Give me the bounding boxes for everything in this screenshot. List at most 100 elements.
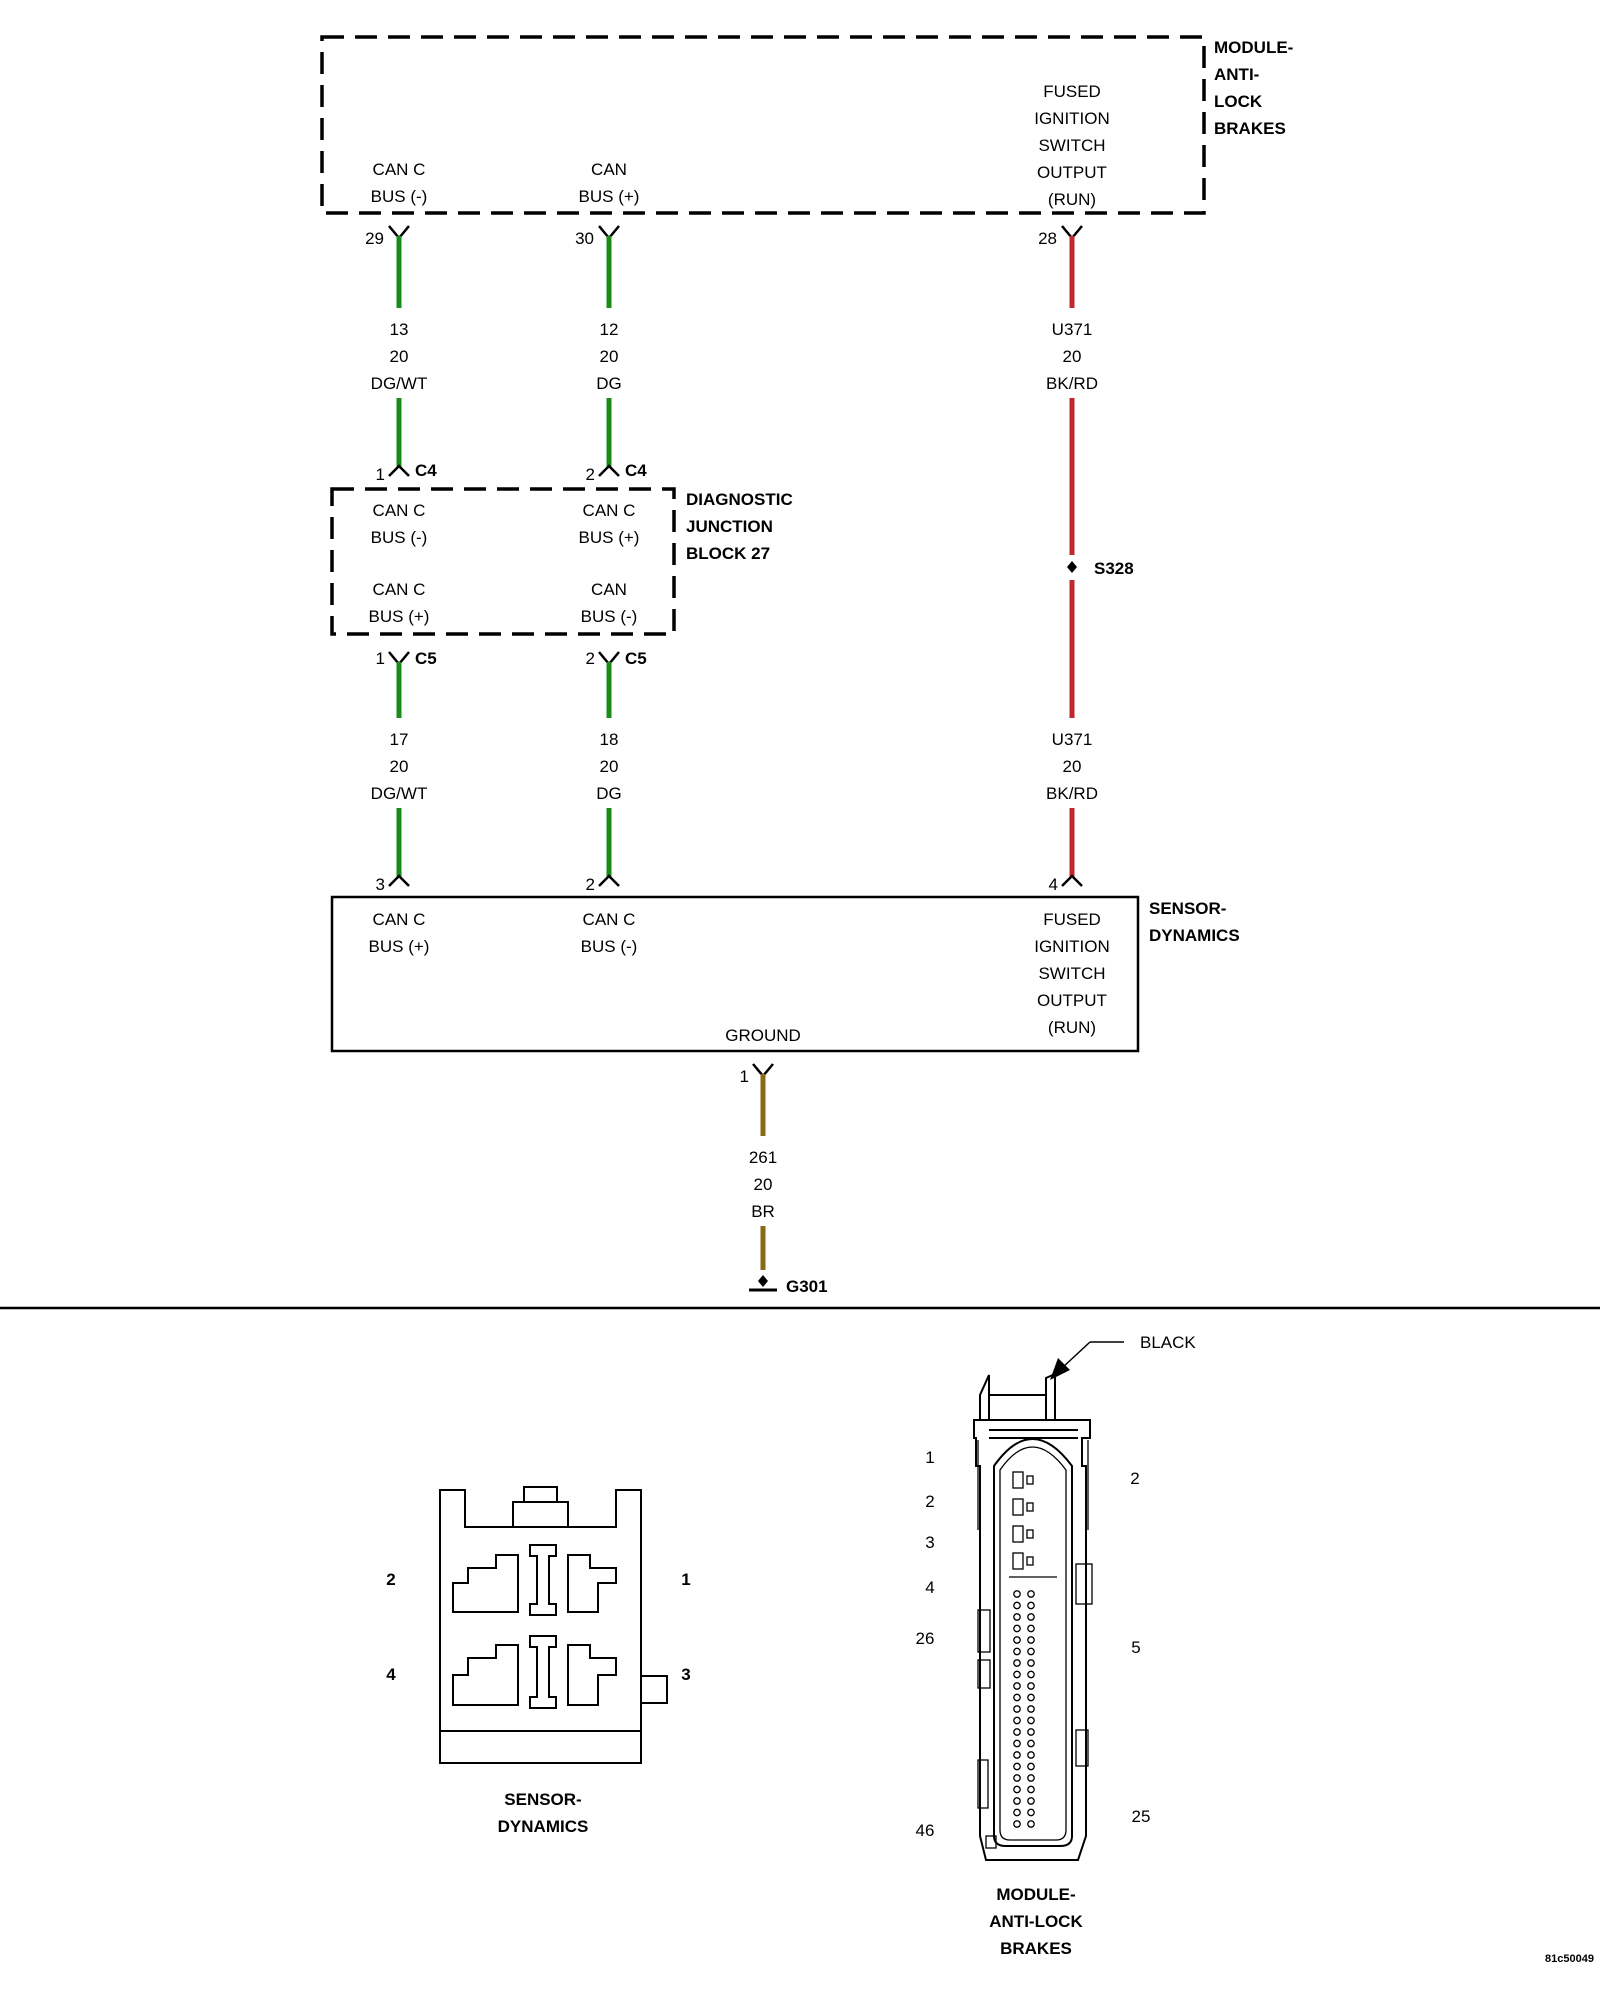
wire-13-color: DG/WT xyxy=(371,374,428,393)
abs-pin-cavity xyxy=(1027,1647,1035,1656)
sensor-pin3-label-2: BUS (+) xyxy=(369,937,430,956)
sensor-pin-1: 1 xyxy=(740,1067,749,1086)
splice-dot xyxy=(1067,561,1077,573)
abs-pin-30: 30 xyxy=(575,229,594,248)
abs-pin-cavity xyxy=(1027,1682,1035,1690)
abs-pin-cavity xyxy=(1013,1693,1021,1702)
abs-pin29-label-1: CAN C xyxy=(373,160,426,179)
svg-text:25: 25 xyxy=(1132,1807,1151,1826)
abs-pin-cavity xyxy=(1013,1739,1021,1748)
abs-pin-cavity xyxy=(1013,1785,1021,1794)
abs-pin28-label-3: SWITCH xyxy=(1038,136,1105,155)
junction-block-name: DIAGNOSTIC JUNCTION BLOCK 27 xyxy=(686,490,793,563)
wire-261-gauge: 20 xyxy=(754,1175,773,1194)
sensor-pin4-label-1: FUSED xyxy=(1043,910,1101,929)
wire-u371-upper-circuit: U371 xyxy=(1052,320,1093,339)
sensor-pin-2: 2 xyxy=(586,875,595,894)
sensor-connector-name: SENSOR- DYNAMICS xyxy=(498,1790,589,1836)
svg-text:ANTI-: ANTI- xyxy=(1214,65,1259,84)
abs-pin-28: 28 xyxy=(1038,229,1057,248)
junction-block-box xyxy=(330,487,676,636)
c5-pin-2: 2 xyxy=(586,649,595,668)
wire-261-color: BR xyxy=(751,1202,775,1221)
svg-text:4: 4 xyxy=(386,1665,396,1684)
abs-pin-cavity xyxy=(1027,1797,1035,1805)
abs-pin-cavity xyxy=(1027,1590,1035,1598)
abs-pin-cavity xyxy=(1027,1659,1035,1667)
jb-label-c1: CAN C xyxy=(373,580,426,599)
svg-text:BRAKES: BRAKES xyxy=(1214,119,1286,138)
abs-connector-pin-labels: 1 2 3 4 26 46 2 5 25 xyxy=(916,1448,1151,1840)
sensor-ground-label: GROUND xyxy=(725,1026,801,1045)
abs-pin-cavity xyxy=(1027,1739,1035,1748)
abs-connector-name: MODULE- ANTI-LOCK BRAKES xyxy=(989,1885,1083,1958)
jb-label-d2: BUS (-) xyxy=(581,607,638,626)
svg-text:SENSOR-: SENSOR- xyxy=(504,1790,581,1809)
svg-text:LOCK: LOCK xyxy=(1214,92,1263,111)
sensor-pin4-label-3: SWITCH xyxy=(1038,964,1105,983)
jb-label-b1: CAN C xyxy=(583,501,636,520)
ground-symbol-icon xyxy=(749,1275,777,1292)
svg-text:BRAKES: BRAKES xyxy=(1000,1939,1072,1958)
sensor-box xyxy=(330,895,1140,1053)
abs-pin-cavity xyxy=(1027,1728,1035,1736)
sensor-pin3-label-1: CAN C xyxy=(373,910,426,929)
abs-cavity-large xyxy=(1012,1525,1024,1543)
figure-id: 81c50049 xyxy=(1545,1953,1594,1965)
abs-pin-cavity xyxy=(1013,1647,1021,1656)
abs-pin-cavity xyxy=(1027,1693,1035,1702)
svg-text:5: 5 xyxy=(1131,1638,1140,1657)
wire-261-circuit: 261 xyxy=(749,1148,777,1167)
svg-text:SENSOR-: SENSOR- xyxy=(1149,899,1226,918)
abs-pin-cavity xyxy=(1013,1808,1021,1817)
abs-cavity-small xyxy=(1026,1502,1034,1512)
wire-17-gauge: 20 xyxy=(390,757,409,776)
abs-pin28-label-1: FUSED xyxy=(1043,82,1101,101)
sensor-terminal-3 xyxy=(388,874,410,887)
sensor-pin-3: 3 xyxy=(376,875,385,894)
black-callout-arrow-icon xyxy=(1050,1341,1124,1380)
ground-point-label: G301 xyxy=(786,1277,828,1296)
abs-pin28-label-2: IGNITION xyxy=(1034,109,1110,128)
sensor-pin-4: 4 xyxy=(1049,875,1058,894)
svg-text:JUNCTION: JUNCTION xyxy=(686,517,773,536)
abs-pin-cavity xyxy=(1013,1820,1021,1828)
abs-pin-cavity xyxy=(1013,1797,1021,1805)
abs-module-box xyxy=(320,35,1206,215)
wire-12-gauge: 20 xyxy=(600,347,619,366)
svg-text:BLOCK 27: BLOCK 27 xyxy=(686,544,770,563)
jb-label-c2: BUS (+) xyxy=(369,607,430,626)
abs-pin-cavity xyxy=(1013,1774,1021,1782)
svg-text:DYNAMICS: DYNAMICS xyxy=(498,1817,589,1836)
abs-pin-cavity xyxy=(1013,1682,1021,1690)
c4-connector-2: C4 xyxy=(625,461,647,480)
sensor-terminal-4 xyxy=(1061,874,1083,887)
jb-label-d1: CAN xyxy=(591,580,627,599)
abs-pin-cavity xyxy=(1027,1670,1035,1679)
abs-pin30-label-2: BUS (+) xyxy=(579,187,640,206)
wire-u371-lower-circuit: U371 xyxy=(1052,730,1093,749)
abs-pin-cavity xyxy=(1013,1613,1021,1621)
svg-text:2: 2 xyxy=(1130,1469,1139,1488)
c4-terminal-2 xyxy=(598,464,620,477)
abs-pin-cavity xyxy=(1027,1716,1035,1725)
wire-13-circuit: 13 xyxy=(390,320,409,339)
black-callout-label: BLACK xyxy=(1140,1333,1196,1352)
wire-13-gauge: 20 xyxy=(390,347,409,366)
abs-cavity-small xyxy=(1026,1529,1034,1539)
abs-pin30-label-1: CAN xyxy=(591,160,627,179)
abs-pin29-label-2: BUS (-) xyxy=(371,187,428,206)
jb-label-a1: CAN C xyxy=(373,501,426,520)
sensor-pin2-label-1: CAN C xyxy=(583,910,636,929)
wire-18-gauge: 20 xyxy=(600,757,619,776)
sensor-name: SENSOR- DYNAMICS xyxy=(1149,899,1240,945)
wire-u371-upper-color: BK/RD xyxy=(1046,374,1098,393)
abs-connector-drawing xyxy=(973,1372,1093,1861)
abs-pin28-label-4: OUTPUT xyxy=(1037,163,1107,182)
abs-pin-cavity xyxy=(1027,1751,1035,1759)
abs-cavity-large xyxy=(1012,1498,1024,1516)
sensor-pin4-label-4: OUTPUT xyxy=(1037,991,1107,1010)
abs-pin-cavity xyxy=(1027,1613,1035,1621)
svg-text:1: 1 xyxy=(681,1570,690,1589)
